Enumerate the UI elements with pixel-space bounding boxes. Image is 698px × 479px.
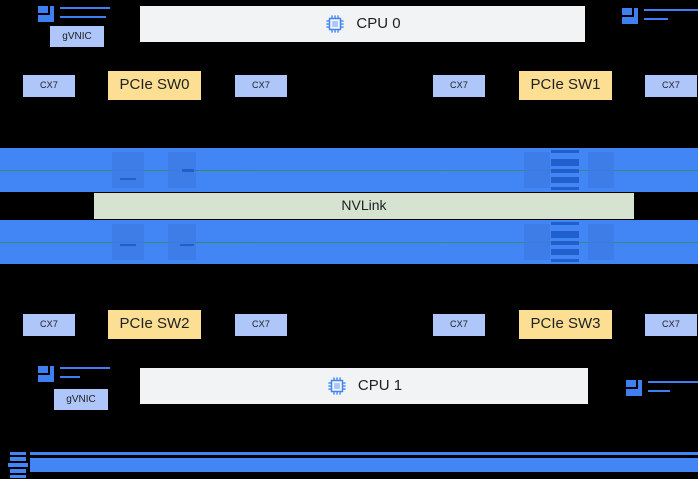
cpu1-label: CPU 1 [357,376,403,394]
cpu-chip-icon [324,13,346,35]
cpu0-box[interactable]: CPU 0 [140,6,585,42]
pcie-switch-label: PCIe SW1 [530,76,601,94]
gvnic-label: gVNIC [62,31,92,42]
gpu-band-upper [0,148,698,192]
cx7-label: CX7 [251,80,271,91]
pcie-switch-label: PCIe SW3 [530,315,601,333]
cx7-label: CX7 [661,319,681,330]
cx7-label: CX7 [449,319,469,330]
nic-card-icon-top-right [622,8,698,26]
nvlink-bar[interactable]: NVLink [94,193,634,219]
cx7-label: CX7 [251,319,271,330]
gpu-band-lower [0,220,698,264]
cx7-label: CX7 [449,80,469,91]
cx7-box-bottom-1[interactable]: CX7 [235,314,287,336]
cx7-label: CX7 [661,80,681,91]
cx7-box-top-2[interactable]: CX7 [433,75,485,97]
nvlink-label: NVLink [341,197,387,214]
gvnic-label: gVNIC [66,394,96,405]
pcie-sw1-box[interactable]: PCIe SW1 [519,71,612,100]
network-fabric-bar [30,458,698,472]
cx7-box-top-3[interactable]: CX7 [645,75,697,97]
pcie-sw2-box[interactable]: PCIe SW2 [108,310,201,339]
nic-card-icon-top-left [38,6,110,24]
nic-card-icon-bottom-right [626,380,698,398]
cx7-label: CX7 [39,319,59,330]
network-stack-icon [8,452,38,478]
pcie-sw0-box[interactable]: PCIe SW0 [108,71,201,100]
nic-card-icon-bottom-left [38,366,110,384]
cx7-label: CX7 [39,80,59,91]
cx7-box-bottom-0[interactable]: CX7 [23,314,75,336]
cpu-chip-icon [326,375,348,397]
cpu0-label: CPU 0 [356,14,401,32]
cx7-box-top-0[interactable]: CX7 [23,75,75,97]
cpu1-box[interactable]: CPU 1 [140,368,588,404]
pcie-switch-label: PCIe SW2 [119,315,190,333]
cx7-box-bottom-3[interactable]: CX7 [645,314,697,336]
pcie-switch-label: PCIe SW0 [119,76,190,94]
gvnic-box-bottom-left[interactable]: gVNIC [54,389,108,410]
gvnic-box-top-left[interactable]: gVNIC [50,26,104,47]
cx7-box-bottom-2[interactable]: CX7 [433,314,485,336]
pcie-sw3-box[interactable]: PCIe SW3 [519,310,612,339]
cx7-box-top-1[interactable]: CX7 [235,75,287,97]
network-fabric-top-line [30,452,698,455]
